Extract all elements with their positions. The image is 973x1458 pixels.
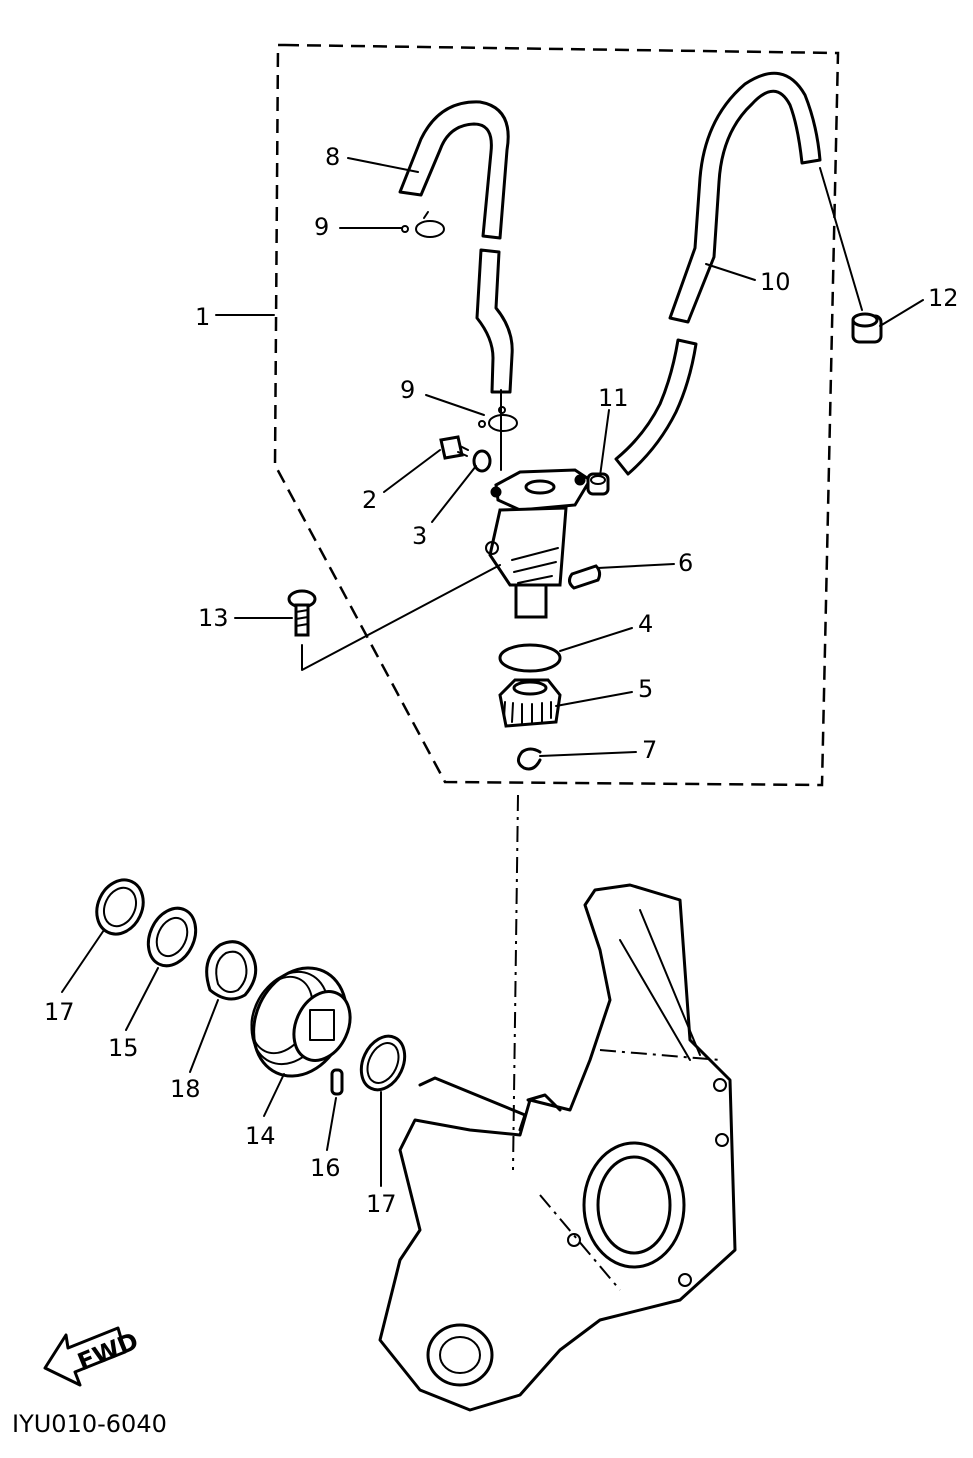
callout-17-left: 17	[44, 998, 75, 1026]
callout-9-upper: 9	[314, 213, 329, 241]
impeller-14	[250, 966, 352, 1078]
centerline-bolt13	[301, 564, 501, 671]
callout-13: 13	[198, 604, 229, 632]
hose-10	[614, 71, 822, 476]
oil-pump-body	[485, 468, 593, 619]
assembly-boundary	[273, 43, 840, 787]
callout-7: 7	[642, 736, 657, 764]
centerline-pump	[512, 794, 519, 1171]
callout-6: 6	[678, 549, 693, 577]
bolt-13	[287, 589, 317, 637]
leader-lines	[61, 157, 924, 1187]
callout-17-right: 17	[366, 1190, 397, 1218]
fwd-label: FWD	[74, 1327, 143, 1376]
clip-9-lower	[478, 406, 518, 432]
callout-1: 1	[195, 303, 210, 331]
hose-8	[398, 100, 514, 394]
callout-18: 18	[170, 1075, 201, 1103]
pin-16	[330, 1068, 344, 1096]
fitting-11	[586, 472, 610, 496]
callout-9-lower: 9	[400, 376, 415, 404]
seal-17-right	[359, 1034, 407, 1092]
seal-17-left	[95, 878, 145, 936]
callout-3: 3	[412, 522, 427, 550]
fwd-arrow-icon: FWD	[43, 1326, 143, 1387]
callout-14: 14	[245, 1122, 276, 1150]
bolt-2	[439, 435, 469, 460]
clip-9-upper	[401, 211, 445, 238]
callout-4: 4	[638, 610, 653, 638]
callout-11: 11	[598, 384, 629, 412]
callout-5: 5	[638, 675, 653, 703]
callout-16: 16	[310, 1154, 341, 1182]
washer-3	[472, 449, 492, 473]
callout-12: 12	[928, 284, 959, 312]
pin-6	[567, 564, 602, 590]
o-ring-4	[498, 643, 562, 673]
gear-5	[498, 678, 562, 728]
gasket-18	[205, 940, 258, 1001]
callout-10: 10	[760, 268, 791, 296]
cap-12	[851, 312, 883, 344]
washer-15	[146, 906, 198, 968]
crankcase-cover	[378, 883, 737, 1412]
drawing-code: IYU010-6040	[12, 1410, 167, 1438]
callout-2: 2	[362, 486, 377, 514]
callout-15: 15	[108, 1034, 139, 1062]
callout-8: 8	[325, 143, 340, 171]
circlip-7	[517, 747, 542, 771]
